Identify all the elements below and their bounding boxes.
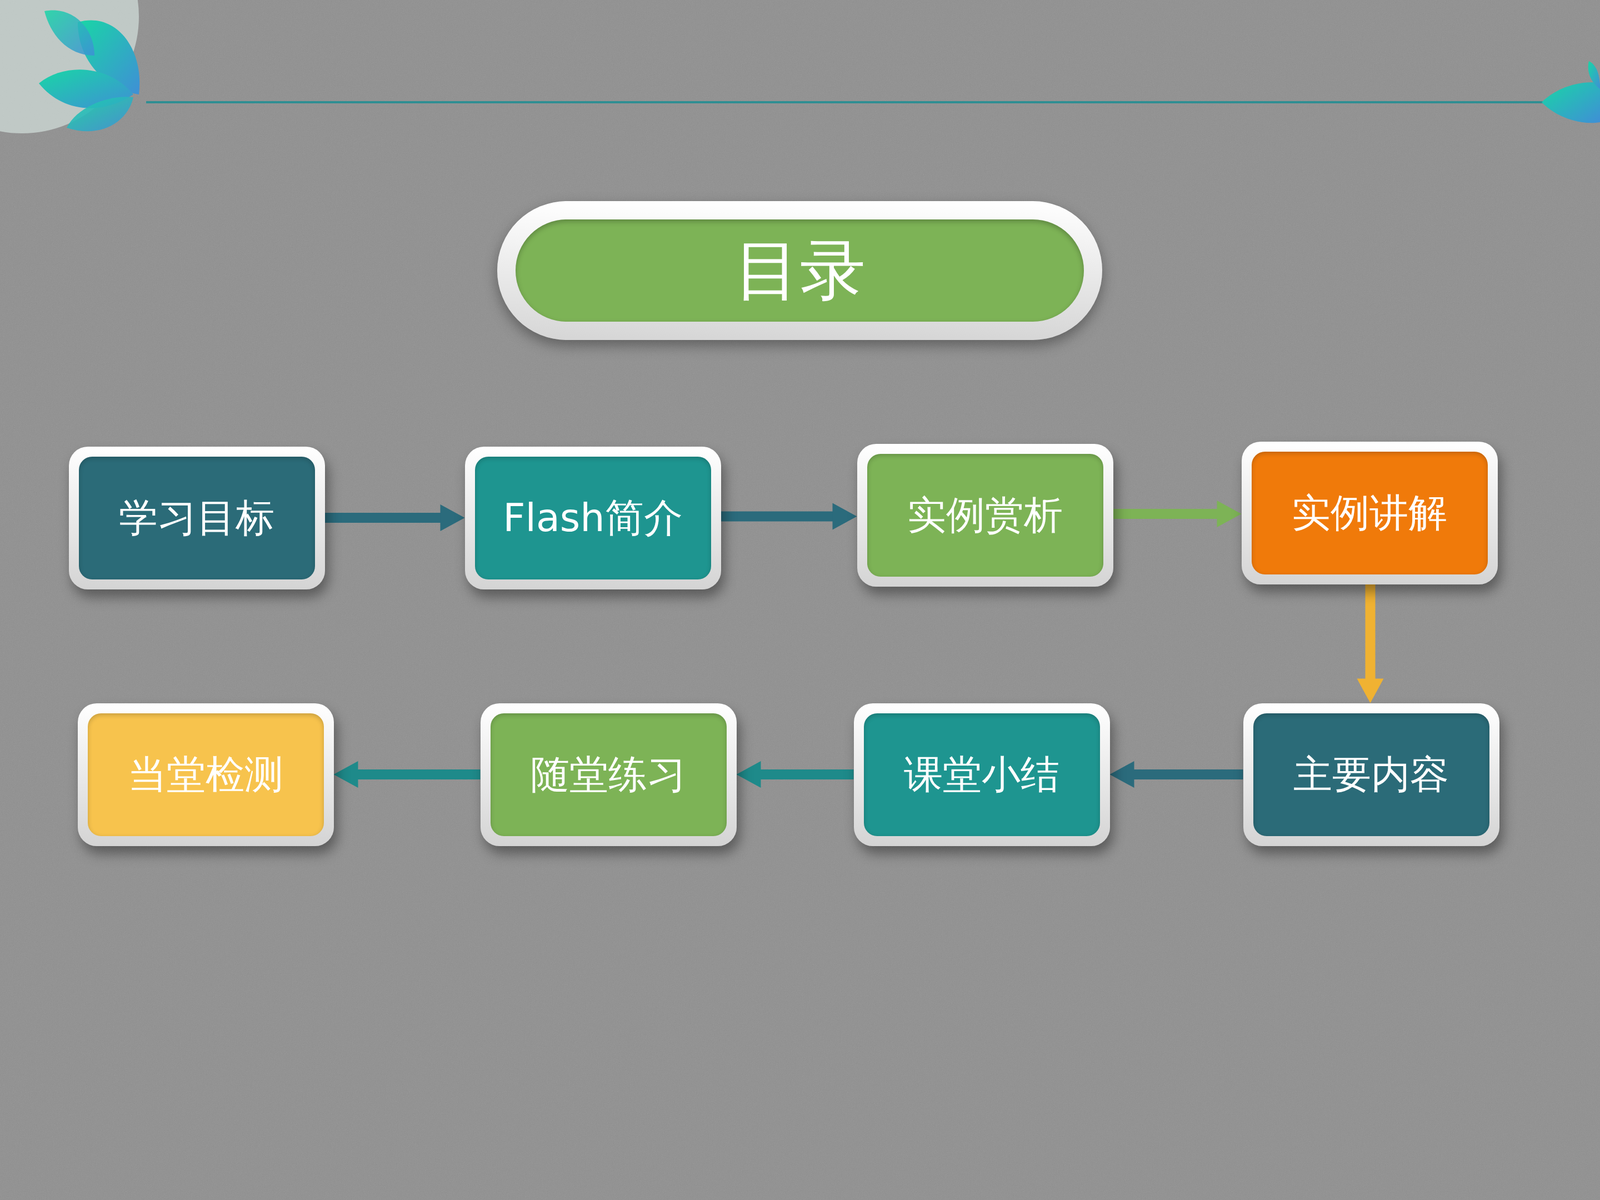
process-box: 课堂小结 [853,703,1110,847]
arrow-shaft [325,512,443,523]
arrow-head [736,761,762,788]
right-leaf [1541,61,1600,123]
box-label: 随堂练习 [530,752,687,798]
leaf-cluster [38,10,140,132]
box-fill: 随堂练习 [490,713,727,837]
flow-arrow [1110,761,1244,788]
process-box: 主要内容 [1243,703,1500,847]
box-fill: 课堂小结 [863,713,1100,837]
flow-arrow [721,503,858,530]
process-box: 实例赏析 [857,443,1114,587]
flow-arrow [325,504,465,532]
arrow-head [1217,500,1242,528]
title-pill-fill: 目录 [515,219,1084,322]
box-label: 实例赏析 [907,492,1063,538]
box-fill: 实例讲解 [1251,451,1488,575]
box-label: 学习目标 [118,495,275,541]
box-fill: 主要内容 [1253,713,1490,837]
box-fill: 当堂检测 [87,713,324,837]
process-box: 当堂检测 [77,703,334,847]
box-fill: 实例赏析 [867,453,1104,577]
arrow-shaft [1132,769,1244,780]
process-box: 学习目标 [68,446,325,590]
arrow-shaft [721,511,835,522]
process-box: Flash简介 [465,446,722,590]
arrow-head [440,504,465,532]
title-pill: 目录 [497,201,1103,340]
title: 目录 [734,234,866,307]
flow-arrow [1357,584,1384,704]
arrow-head [333,761,359,788]
process-box: 随堂练习 [480,703,737,847]
arrow-shaft [758,769,854,780]
box-label: 实例讲解 [1291,490,1448,536]
box-label: 当堂检测 [127,752,284,798]
flow-arrow [333,761,481,788]
box-fill: Flash简介 [475,456,712,580]
header-rule [146,101,1556,104]
arrow-shaft [356,769,481,780]
box-label: 课堂小结 [903,752,1060,798]
arrow-head [1110,761,1135,788]
flow-arrow [1113,500,1242,528]
flow-arrow [736,761,854,788]
arrow-shaft [1113,508,1220,519]
arrow-head [832,503,858,530]
process-box: 实例讲解 [1241,441,1498,585]
arrow-head [1357,678,1384,704]
box-fill: 学习目标 [78,456,315,580]
box-label: Flash简介 [502,495,683,541]
arrow-shaft [1365,584,1376,682]
box-label: 主要内容 [1293,752,1449,798]
